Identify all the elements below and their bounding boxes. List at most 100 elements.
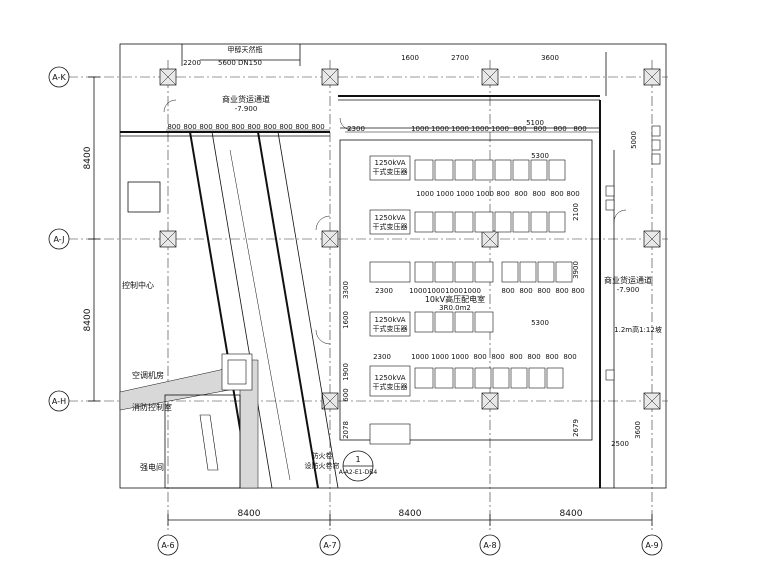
svg-text:5300: 5300 bbox=[531, 152, 549, 160]
svg-text:800: 800 bbox=[311, 123, 324, 131]
cabinet-row-3: 2300 1000 1000 1000 1000 800 800 800 800… bbox=[369, 261, 585, 312]
svg-text:A-J: A-J bbox=[54, 235, 65, 244]
cabinet-dim-chain-top: 2300 1000 1000 1000 1000 1000 800 800 80… bbox=[345, 125, 600, 133]
dim-top-1600: 1600 bbox=[401, 54, 419, 62]
svg-text:800: 800 bbox=[537, 287, 550, 295]
svg-text:800: 800 bbox=[571, 287, 584, 295]
svg-text:2300: 2300 bbox=[375, 287, 393, 295]
svg-text:3300: 3300 bbox=[342, 281, 350, 299]
svg-text:800: 800 bbox=[519, 287, 532, 295]
svg-text:800: 800 bbox=[532, 190, 545, 198]
svg-text:1000: 1000 bbox=[491, 125, 509, 133]
substation-label: 10kV高压配电室 bbox=[425, 294, 485, 304]
left-dimension-line: 8400 8400 bbox=[83, 76, 100, 402]
svg-text:1000: 1000 bbox=[409, 287, 427, 295]
svg-text:2100: 2100 bbox=[572, 203, 580, 221]
svg-text:1000: 1000 bbox=[411, 353, 429, 361]
corridor-top-label: 商业货运通道 bbox=[222, 94, 270, 104]
svg-text:1000: 1000 bbox=[451, 125, 469, 133]
dim-left-1: 8400 bbox=[83, 146, 93, 169]
substation-room bbox=[339, 139, 593, 441]
svg-text:800: 800 bbox=[473, 353, 486, 361]
bottom-dimension-line: 8400 8400 8400 bbox=[167, 509, 653, 526]
grid-bubble-col-a9: A-9 bbox=[641, 534, 663, 556]
svg-text:2078: 2078 bbox=[342, 421, 350, 439]
svg-text:干式变压器: 干式变压器 bbox=[373, 382, 408, 391]
svg-text:800: 800 bbox=[527, 353, 540, 361]
svg-text:1250kVA: 1250kVA bbox=[375, 374, 406, 382]
fire-label-1: 空调机房 bbox=[132, 370, 164, 380]
dim-top-5100: 5100 bbox=[526, 119, 544, 127]
svg-text:1250kVA: 1250kVA bbox=[375, 214, 406, 222]
dim-left-2: 8400 bbox=[83, 308, 93, 331]
grid-bubble-col-a7: A-7 bbox=[319, 534, 341, 556]
svg-text:A-9: A-9 bbox=[645, 541, 658, 550]
svg-text:5000: 5000 bbox=[630, 131, 638, 149]
svg-text:干式变压器: 干式变压器 bbox=[373, 324, 408, 333]
lift-note: 1.2m高1:12坡 bbox=[614, 325, 662, 334]
svg-text:1000: 1000 bbox=[436, 190, 454, 198]
corridor-right-level: -7.900 bbox=[617, 286, 640, 294]
svg-text:1000: 1000 bbox=[476, 190, 494, 198]
svg-text:3900: 3900 bbox=[572, 261, 580, 279]
svg-text:1250kVA: 1250kVA bbox=[375, 159, 406, 167]
center-left-label: 控制中心 bbox=[122, 280, 154, 290]
dim-bottom-2: 8400 bbox=[399, 509, 422, 519]
door-swings bbox=[163, 99, 627, 345]
dim-bottom-1: 8400 bbox=[238, 509, 261, 519]
grid-bubble-row-ah: A-H bbox=[48, 390, 70, 412]
section-reference-marker: 1 A-A2-E1-DB4 防火卷 设防火卷帘 bbox=[305, 450, 378, 482]
top-corridor: 商业货运通道 -7.900 甲醇天然瓶 5600 DN150 2200 2700… bbox=[120, 44, 600, 137]
svg-text:2679: 2679 bbox=[572, 419, 580, 437]
room-vertical-dims: 3300 1900 2078 2679 3900 2100 1600 600 bbox=[342, 203, 580, 439]
svg-text:800: 800 bbox=[555, 287, 568, 295]
fire-label-3: 强电间 bbox=[140, 462, 164, 472]
svg-text:800: 800 bbox=[167, 123, 180, 131]
svg-text:1: 1 bbox=[355, 455, 360, 464]
svg-text:800: 800 bbox=[573, 125, 586, 133]
svg-text:干式变压器: 干式变压器 bbox=[373, 222, 408, 231]
top-pipe-label: 5600 DN150 bbox=[218, 59, 262, 67]
substation-area: 3R0.0m2 bbox=[439, 304, 471, 312]
top-text: 甲醇天然瓶 bbox=[228, 45, 263, 54]
svg-text:800: 800 bbox=[553, 125, 566, 133]
svg-text:A-H: A-H bbox=[52, 397, 66, 406]
cabinet-row-4: 1250kVA 干式变压器 5300 bbox=[369, 311, 549, 337]
svg-text:1000: 1000 bbox=[463, 287, 481, 295]
svg-text:800: 800 bbox=[231, 123, 244, 131]
svg-text:800: 800 bbox=[183, 123, 196, 131]
svg-text:800: 800 bbox=[215, 123, 228, 131]
svg-text:800: 800 bbox=[247, 123, 260, 131]
upper-left-dim-chain: 800 800 800 800 800 800 800 800 800 800 bbox=[166, 123, 330, 131]
svg-text:800: 800 bbox=[509, 353, 522, 361]
svg-text:1000: 1000 bbox=[411, 125, 429, 133]
dim-top-2200: 2200 bbox=[183, 59, 201, 67]
svg-text:3600: 3600 bbox=[634, 421, 642, 439]
right-corridor: 商业货运通道 -7.900 1.2m高1:12坡 2500 3600 5000 bbox=[599, 52, 662, 488]
svg-text:A-K: A-K bbox=[52, 73, 66, 82]
svg-text:800: 800 bbox=[491, 353, 504, 361]
svg-text:防火卷: 防火卷 bbox=[312, 451, 333, 460]
svg-text:1250kVA: 1250kVA bbox=[375, 316, 406, 324]
cabinet-row-2: 1250kVA 干式变压器 bbox=[369, 209, 566, 235]
dim-bottom-3: 8400 bbox=[560, 509, 583, 519]
svg-text:5300: 5300 bbox=[531, 319, 549, 327]
svg-text:1000: 1000 bbox=[445, 287, 463, 295]
svg-text:A-8: A-8 bbox=[483, 541, 496, 550]
svg-text:800: 800 bbox=[514, 190, 527, 198]
cabinet-row-5: 1250kVA 干式变压器 2300 1000 1000 1000 800 80… bbox=[369, 353, 577, 445]
svg-text:800: 800 bbox=[263, 123, 276, 131]
svg-text:800: 800 bbox=[513, 125, 526, 133]
svg-text:800: 800 bbox=[563, 353, 576, 361]
svg-text:1000: 1000 bbox=[451, 353, 469, 361]
svg-text:800: 800 bbox=[501, 287, 514, 295]
svg-text:800: 800 bbox=[496, 190, 509, 198]
drawing-frame bbox=[119, 43, 667, 489]
grid-bubble-row-aj: A-J bbox=[48, 228, 70, 250]
svg-text:A-A2-E1-DB4: A-A2-E1-DB4 bbox=[339, 469, 378, 476]
svg-text:A-6: A-6 bbox=[161, 541, 174, 550]
svg-text:2300: 2300 bbox=[347, 125, 365, 133]
svg-text:800: 800 bbox=[545, 353, 558, 361]
svg-text:干式变压器: 干式变压器 bbox=[373, 167, 408, 176]
